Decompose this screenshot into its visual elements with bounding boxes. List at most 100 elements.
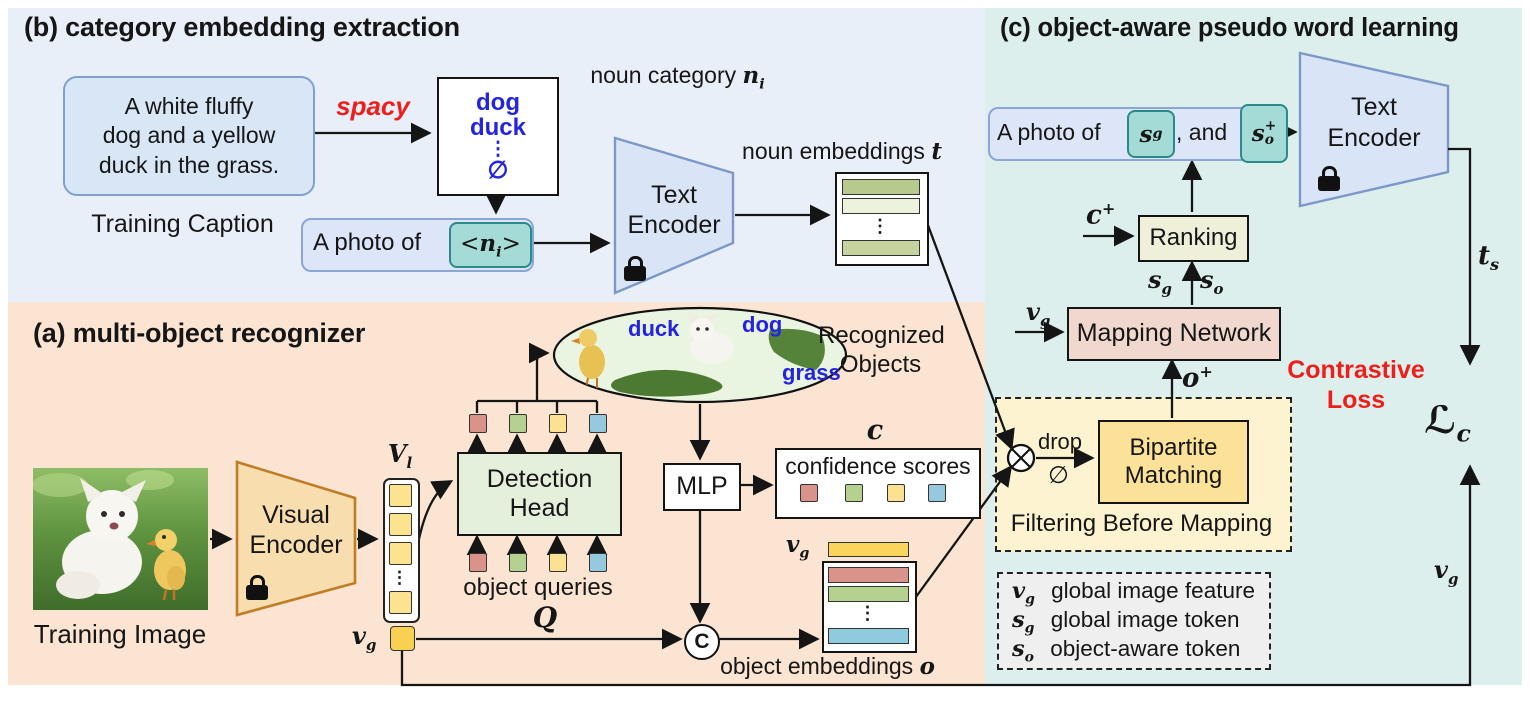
vertical-dots: ⋮ (871, 216, 889, 236)
detection-head-box: Detection Head (457, 452, 622, 536)
panel-c-title: (c) object-aware pseudo word learning (1000, 14, 1459, 42)
legend-text: global image feature (1051, 578, 1255, 603)
so-subscript: o (1213, 279, 1224, 298)
text-encoder-b-line2: Encoder (627, 211, 721, 239)
noun-embedding-bar (842, 179, 920, 195)
confidence-scores-label: confidence scores (785, 453, 971, 479)
recognized-grass-right (768, 328, 825, 370)
so-plus-token: s+o (1240, 104, 1288, 163)
queries-symbol: Q (532, 601, 558, 634)
loss-symbol: ℒc (1424, 398, 1494, 448)
bipartite-line2: Matching (1124, 462, 1223, 489)
vl-token (389, 484, 412, 507)
mapping-network-box: Mapping Network (1067, 307, 1281, 361)
vg-stack-base: v (786, 531, 800, 558)
vl-symbol: Vl (382, 440, 418, 472)
vertical-dots: ⋮ (488, 138, 508, 160)
vg-mapping-symbol: vg (1026, 298, 1064, 330)
legend-row: sg global image token (1012, 607, 1240, 637)
angle-open: < (460, 230, 480, 257)
vg-token (390, 626, 415, 651)
noun-category-subscript: i (759, 76, 765, 93)
filter-otimes-icon (1006, 443, 1036, 473)
vertical-dots: ⋮ (391, 568, 408, 587)
noun-category-symbol: n (742, 62, 760, 89)
text-encoder-b-label: Text Encoder (615, 180, 733, 240)
vg-bottom-base: v (1434, 555, 1448, 584)
so-token-sub: o (1264, 131, 1274, 148)
panel-a-title: (a) multi-object recognizer (33, 318, 366, 348)
noun-token: <ni> (449, 222, 532, 268)
c-plus-symbol: c+ (1086, 199, 1131, 232)
vg-bottom-subscript: g (1447, 569, 1459, 588)
noun-embeddings-symbol: t (931, 138, 942, 165)
training-image (33, 468, 208, 610)
contrastive-line1: Contrastive (1287, 356, 1425, 384)
object-embeddings-symbol: o (919, 653, 935, 680)
recognized-objects-content (571, 313, 825, 397)
grass-label: grass (782, 360, 841, 385)
vl-base: V (387, 439, 407, 468)
sg-token-subscript: g (1152, 126, 1163, 142)
sg-token-base: s (1139, 120, 1153, 148)
detection-head-line2: Head (509, 494, 570, 522)
recognized-duck (571, 329, 605, 389)
concat-node: C (684, 624, 720, 660)
legend-symbol: so (1012, 636, 1034, 666)
angle-close: > (501, 230, 521, 257)
sg-base: s (1148, 265, 1162, 294)
panel-b-title: (b) category embedding extraction (24, 12, 460, 42)
vg-feature-bar (828, 542, 909, 557)
vg-stack-symbol: vg (786, 531, 822, 562)
legend-symbol: vg (1012, 578, 1035, 608)
object-query-token (469, 553, 487, 572)
lock-icon (624, 256, 646, 281)
sg-symbol: sg (1148, 266, 1186, 298)
object-embeddings-text: object embeddings (720, 653, 920, 679)
noun-token-symbol: n (479, 229, 497, 257)
vg-bottom-symbol: vg (1434, 556, 1472, 588)
arrow-embeddings-to-filter (912, 465, 1013, 602)
vg-stack-subscript: g (799, 545, 810, 562)
training-caption-label: Training Caption (91, 210, 274, 238)
visual-encoder-shape (235, 460, 357, 617)
c-plus-base: c (1086, 200, 1102, 231)
text-encoder-b-line1: Text (651, 181, 697, 209)
so-token-sup: + (1264, 117, 1277, 134)
object-embedding-bar (828, 628, 909, 644)
noun-embedding-bar (842, 240, 920, 256)
recognized-objects-label: Recognized Objects (818, 322, 945, 380)
prompt-prefix-c: A photo of (997, 119, 1101, 145)
noun-embeddings-label: noun embeddings t (742, 138, 942, 165)
detection-output-token (589, 414, 607, 433)
noun-token-subscript: i (496, 244, 502, 261)
noun-category-label: noun category ni (565, 62, 790, 93)
o-plus-base: o (1182, 363, 1200, 394)
recognized-line1: Recognized (818, 322, 945, 349)
object-embedding-bar (828, 586, 909, 602)
contrastive-line2: Loss (1326, 385, 1386, 414)
ts-wire (1448, 147, 1481, 366)
caption-line: dog and a yellow (102, 122, 276, 149)
confidence-token (887, 484, 905, 502)
concat-letter: C (694, 630, 710, 653)
arrow-vl-to-detection-head (415, 480, 454, 550)
object-query-token (509, 553, 527, 572)
bus-stubs (475, 401, 599, 413)
arrow-noun-embeddings-to-filter (924, 219, 1015, 451)
confidence-token (845, 484, 863, 502)
noun-category-text: noun category (590, 62, 743, 88)
mlp-label: MLP (676, 472, 728, 501)
training-image-label: Training Image (33, 619, 207, 649)
recognized-grass-left (611, 369, 723, 397)
detection-head-line1: Detection (486, 464, 593, 493)
visual-encoder-label: Visual Encoder (237, 500, 355, 560)
noun-item: duck (469, 114, 526, 142)
empty-set-symbol: ∅ (487, 156, 509, 184)
empty-set-symbol: ∅ (1048, 462, 1069, 489)
confidence-scores-box: confidence scores (775, 448, 981, 519)
arrows (210, 121, 1481, 687)
duck-label: duck (628, 316, 680, 341)
text-encoder-c-shape (1298, 51, 1450, 208)
